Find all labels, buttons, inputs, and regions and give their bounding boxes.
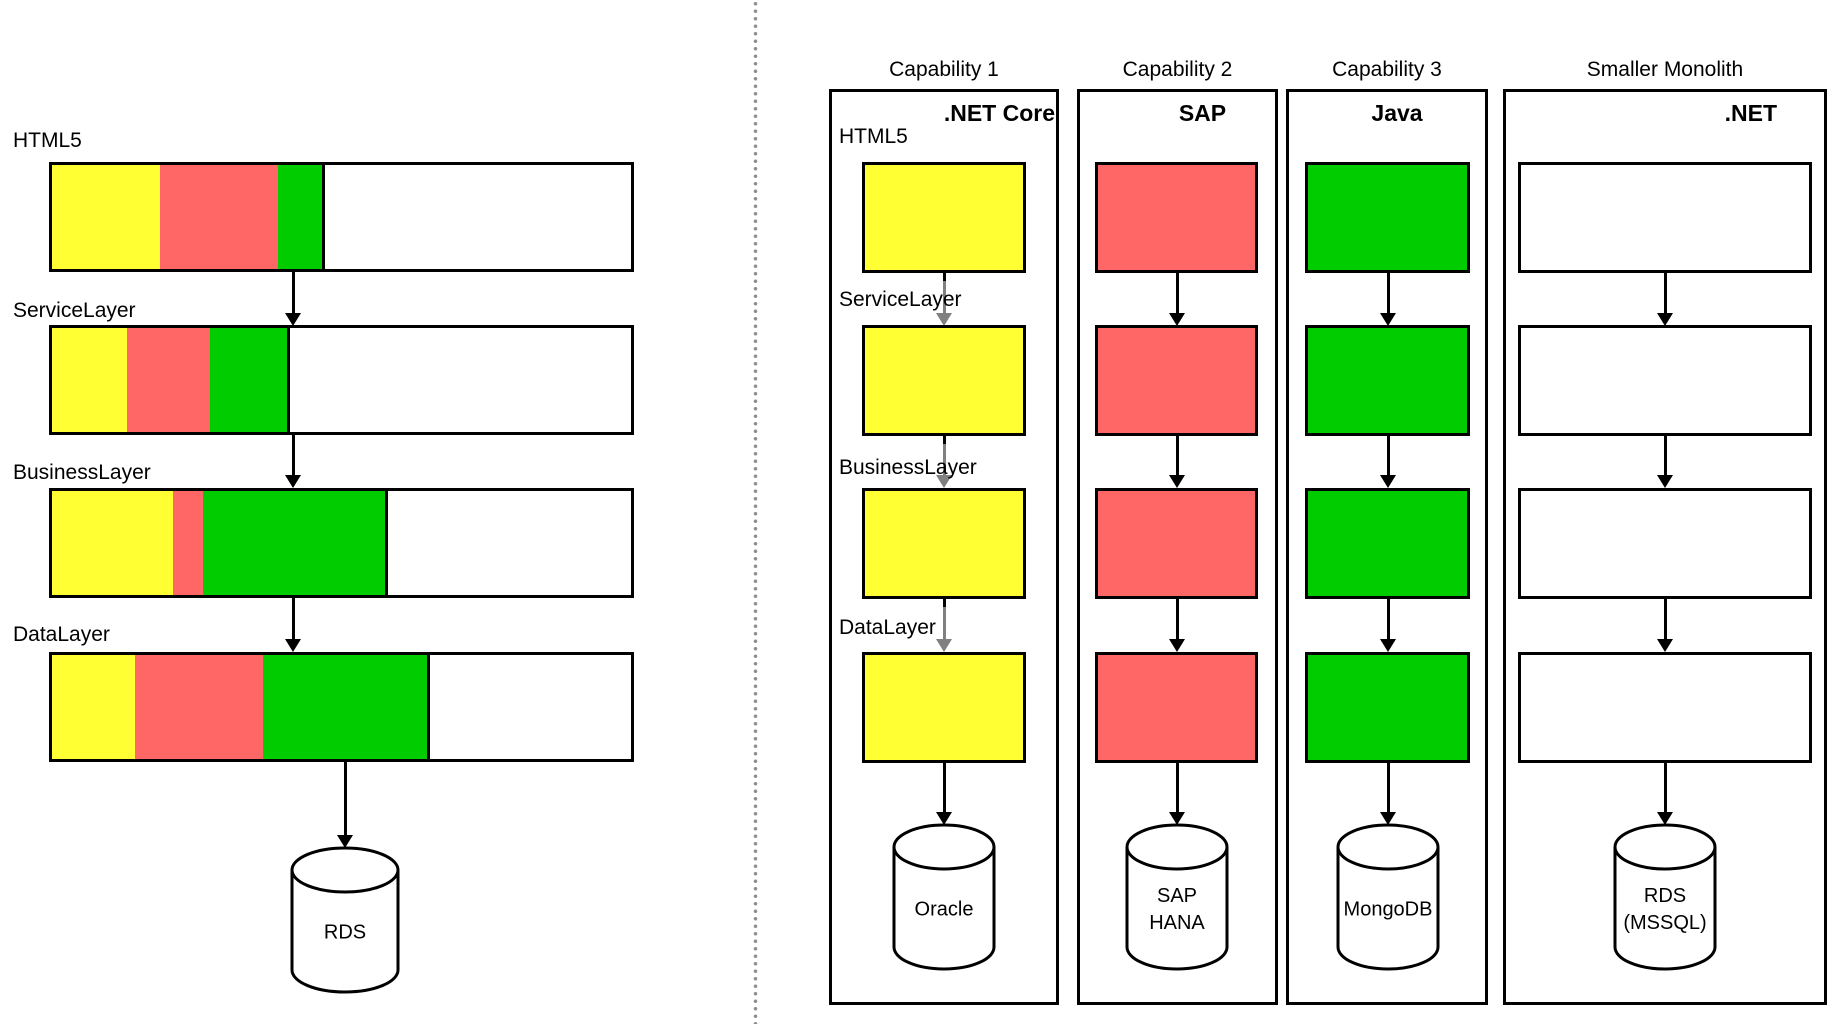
down-arrow-gray — [936, 435, 952, 488]
capability-box — [1305, 325, 1470, 436]
database-cylinder-oracle: Oracle — [892, 823, 996, 973]
column-layer-label-datalayer: DataLayer — [839, 616, 936, 639]
capability-box — [1518, 325, 1812, 436]
down-arrow — [1380, 598, 1396, 652]
down-arrow — [1657, 762, 1673, 825]
tech-label-capability-3: Java — [1371, 100, 1423, 126]
database-cylinder-rds: RDS — [290, 846, 400, 996]
down-arrow-gray — [936, 272, 952, 326]
layer-bar-servicelayer — [49, 325, 634, 435]
cylinder-icon — [290, 846, 400, 994]
capability-box — [1305, 162, 1470, 273]
down-arrow — [1380, 435, 1396, 488]
capability-box — [1095, 652, 1258, 763]
tech-label-smaller-monolith: .NET — [1724, 100, 1777, 126]
bar-segment-green — [263, 655, 430, 759]
down-arrow — [1380, 762, 1396, 825]
database-label: RDS (MSSQL) — [1623, 885, 1707, 934]
database-cylinder-mongodb: MongoDB — [1336, 823, 1440, 973]
down-arrow — [1169, 435, 1185, 488]
layer-bar-html5 — [49, 162, 634, 272]
cylinder-icon — [1613, 823, 1717, 971]
bar-segment-yellow — [52, 328, 130, 432]
layer-label-businesslayer: BusinessLayer — [13, 461, 151, 484]
capability-box — [1305, 652, 1470, 763]
database-label: MongoDB — [1343, 898, 1433, 921]
capability-box — [862, 488, 1026, 599]
capability-box — [1518, 162, 1812, 273]
tech-label-capability-2: SAP — [1178, 100, 1227, 126]
cylinder-icon — [892, 823, 996, 971]
column-title-capability-1: Capability 1 — [889, 58, 999, 81]
column-title-capability-3: Capability 3 — [1332, 58, 1442, 81]
capability-box — [1095, 325, 1258, 436]
bar-segment-green — [210, 328, 290, 432]
database-label: Oracle — [914, 898, 974, 921]
capability-box — [1095, 162, 1258, 273]
bar-segment-red — [127, 328, 213, 432]
column-title-capability-2: Capability 2 — [1122, 58, 1233, 81]
column-title-smaller-monolith: Smaller Monolith — [1586, 58, 1744, 81]
dotted-divider — [753, 0, 758, 1024]
bar-segment-red — [135, 655, 266, 759]
down-arrow — [1380, 272, 1396, 326]
bar-segment-red — [173, 491, 206, 595]
capability-box — [1095, 488, 1258, 599]
database-cylinder-sap-hana: SAP HANA — [1125, 823, 1229, 973]
down-arrow — [1169, 762, 1185, 825]
down-arrow — [936, 762, 952, 825]
bar-segment-yellow — [52, 655, 138, 759]
down-arrow — [285, 598, 301, 652]
layer-label-datalayer: DataLayer — [13, 623, 110, 646]
layer-label-servicelayer: ServiceLayer — [13, 299, 136, 322]
database-cylinder-rds-mssql: RDS (MSSQL) — [1613, 823, 1717, 973]
down-arrow-gray — [936, 598, 952, 652]
down-arrow — [337, 762, 353, 848]
database-label: SAP HANA — [1149, 885, 1205, 934]
capability-box — [862, 325, 1026, 436]
bar-segment-green — [203, 491, 388, 595]
cylinder-icon — [1336, 823, 1440, 971]
database-label: RDS — [323, 921, 367, 944]
down-arrow — [1657, 598, 1673, 652]
column-layer-label-html5: HTML5 — [839, 125, 908, 148]
down-arrow — [1657, 435, 1673, 488]
tech-label-capability-1: .NET Core — [943, 100, 1055, 126]
bar-segment-green — [278, 165, 325, 269]
down-arrow — [285, 435, 301, 488]
column-layer-label-businesslayer: BusinessLayer — [839, 456, 977, 479]
capability-box — [1305, 488, 1470, 599]
bar-segment-yellow — [52, 491, 176, 595]
down-arrow — [285, 272, 301, 326]
layer-label-html5: HTML5 — [13, 129, 82, 152]
layer-bar-datalayer — [49, 652, 634, 762]
cylinder-icon — [1125, 823, 1229, 971]
bar-segment-yellow — [52, 165, 163, 269]
column-layer-label-servicelayer: ServiceLayer — [839, 288, 962, 311]
capability-box — [862, 162, 1026, 273]
capability-box — [862, 652, 1026, 763]
bar-segment-red — [160, 165, 281, 269]
down-arrow — [1657, 272, 1673, 326]
capability-box — [1518, 652, 1812, 763]
capability-box — [1518, 488, 1812, 599]
down-arrow — [1169, 272, 1185, 326]
down-arrow — [1169, 598, 1185, 652]
layer-bar-businesslayer — [49, 488, 634, 598]
